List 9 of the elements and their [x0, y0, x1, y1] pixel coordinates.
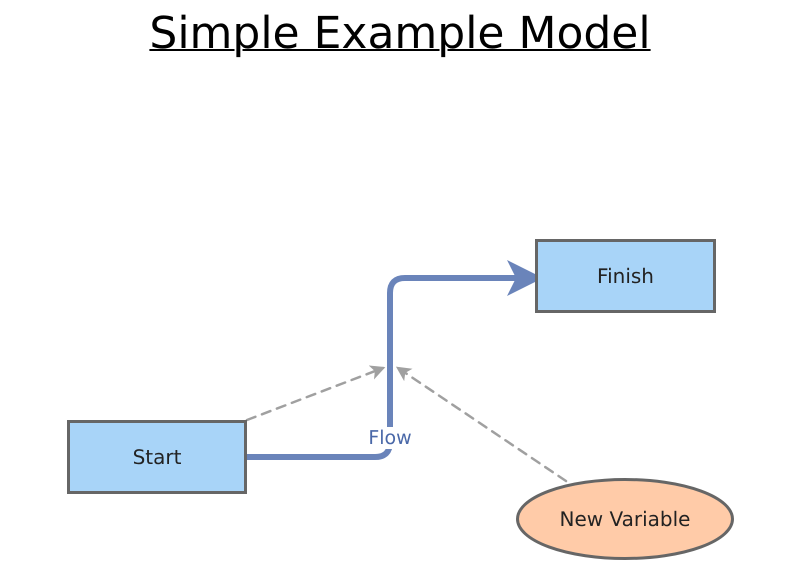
variable-ellipse — [516, 478, 734, 560]
stock-box — [535, 239, 716, 313]
node-label: Start — [132, 445, 182, 469]
node-label: Finish — [597, 264, 654, 288]
link-arrow — [246, 365, 386, 422]
diagram-title: Simple Example Model — [149, 8, 651, 59]
stock-box — [67, 420, 247, 494]
link-arrow — [396, 366, 568, 482]
node-label: New Variable — [560, 507, 690, 531]
